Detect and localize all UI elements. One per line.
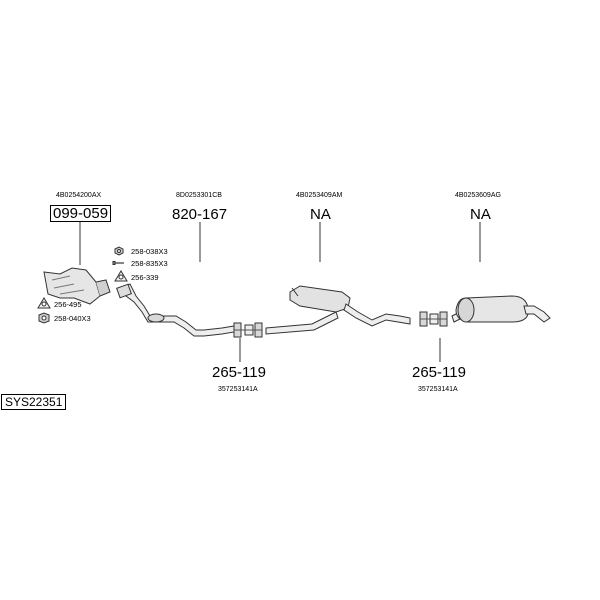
system-code: SYS22351 (1, 394, 67, 410)
small-part-label[interactable]: 258-040X3 (54, 314, 91, 323)
part-number-cat[interactable]: 099-059 (50, 205, 112, 222)
oe-number-front-pipe: 8D0253301CB (176, 192, 222, 199)
part-number-front-pipe[interactable]: 820-167 (172, 206, 228, 223)
catalytic-converter (43, 267, 111, 305)
middle-muffler-assembly (265, 285, 411, 335)
oe-number-clamp2: 357253141A (418, 386, 458, 393)
oe-number-mid-muffler: 4B0253409AM (296, 192, 343, 199)
clamp-1 (233, 322, 263, 338)
bolt-icon (112, 261, 124, 265)
gasket-icon (114, 270, 128, 282)
clamp-2 (419, 311, 448, 327)
front-pipe (116, 283, 235, 337)
oe-number-clamp1: 357253141A (218, 386, 258, 393)
small-part-label[interactable]: 258-038X3 (131, 247, 168, 256)
part-number-clamp2[interactable]: 265-119 (412, 364, 466, 381)
oe-number-rear-muffler: 4B0253609AG (455, 192, 501, 199)
small-part-label[interactable]: 256-495 (54, 300, 82, 309)
small-part-label[interactable]: 256-339 (131, 273, 159, 282)
small-part-label[interactable]: 258-835X3 (131, 259, 168, 268)
part-number-clamp1[interactable]: 265-119 (212, 364, 266, 381)
rear-muffler (451, 295, 551, 323)
nut-icon (114, 246, 124, 256)
nut-icon (38, 312, 50, 324)
gasket-icon (37, 297, 51, 309)
part-number-mid-muffler[interactable]: NA (310, 206, 331, 223)
part-number-rear-muffler[interactable]: NA (470, 206, 491, 223)
oe-number-cat: 4B0254200AX (56, 192, 102, 199)
